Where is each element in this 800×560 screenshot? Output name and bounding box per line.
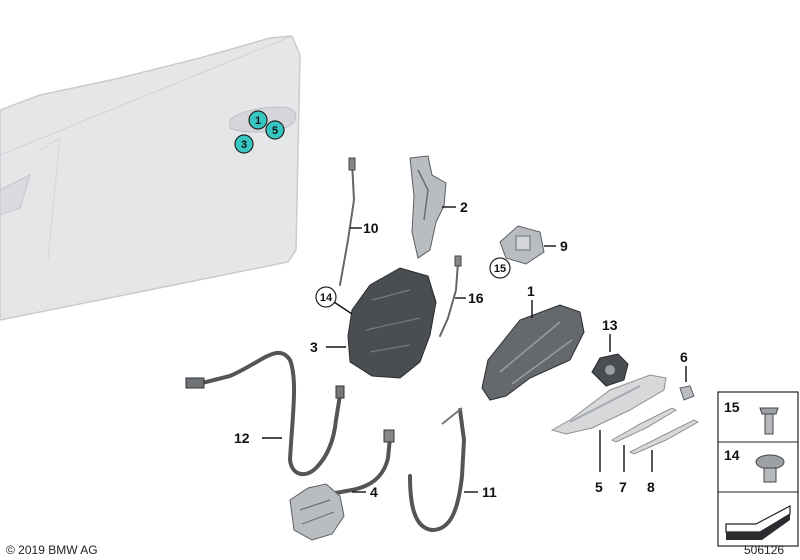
part-7-trim-strip: 7 [610,407,678,495]
svg-text:14: 14 [724,447,740,463]
part-5-outer-handle: 5 [550,374,667,495]
svg-text:7: 7 [619,479,627,495]
reference-arrow-icon [725,505,791,540]
svg-text:11: 11 [482,484,497,500]
part-6-cover: 6 [679,349,695,401]
svg-text:1: 1 [527,283,535,299]
part-10-rod: 10 [339,157,379,286]
svg-text:13: 13 [602,317,618,333]
svg-text:8: 8 [647,479,655,495]
svg-text:9: 9 [560,238,568,254]
svg-text:16: 16 [468,290,484,306]
svg-text:6: 6 [680,349,688,365]
svg-text:5: 5 [595,479,603,495]
door-marker-3: 3 [234,134,254,154]
svg-text:1: 1 [255,115,261,127]
circled-callout-15: 15 [489,257,511,279]
part-16-rod: 16 [439,255,484,337]
part-1-handle-carrier: 1 [481,283,585,401]
part-12-cable: 12 [185,350,345,477]
door-panel [0,35,301,321]
part-2-bracket: 2 [409,155,468,259]
svg-text:2: 2 [460,199,468,215]
part-3-door-lock: 3 [310,267,437,379]
part-11-cable: 11 [408,407,497,533]
side-parts-box: 15 14 [717,391,799,547]
part-9-striker: 9 [499,225,568,265]
diagram-number: 506126 [744,543,784,557]
svg-text:15: 15 [724,399,740,415]
circled-callout-14: 14 [315,286,353,315]
svg-text:3: 3 [310,339,318,355]
svg-text:15: 15 [494,263,506,275]
part-4-actuator: 4 [289,429,395,541]
svg-text:5: 5 [272,125,278,137]
door-marker-1: 1 [248,110,268,130]
svg-text:3: 3 [241,139,247,151]
side-item-15: 15 [724,399,779,435]
svg-text:12: 12 [234,430,250,446]
svg-text:10: 10 [363,220,379,236]
part-13-lock-cylinder-cap: 13 [591,317,629,387]
part-8-trim-strip: 8 [628,419,700,495]
side-item-14: 14 [724,447,785,483]
svg-text:4: 4 [370,484,378,500]
door-marker-5: 5 [265,120,285,140]
svg-text:14: 14 [320,292,333,304]
copyright: © 2019 BMW AG [6,543,98,557]
